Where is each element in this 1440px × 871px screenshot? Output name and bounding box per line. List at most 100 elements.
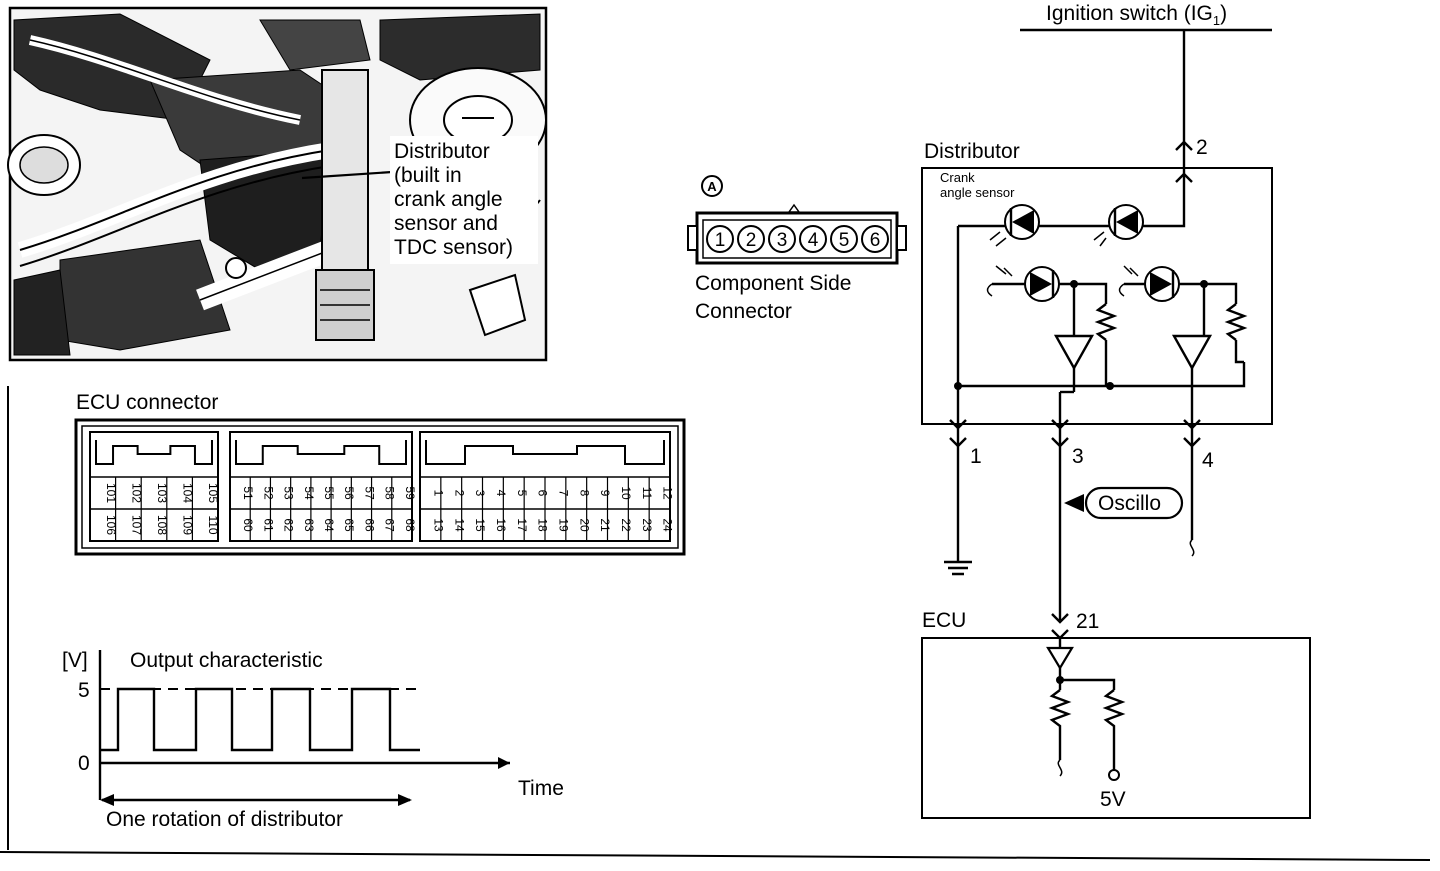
distributor-box: [921, 167, 1273, 425]
ecu-pin-label: 16: [494, 518, 508, 532]
connector-latch-icon: [787, 203, 801, 213]
connector-caption-line-1: Component Side: [695, 272, 851, 295]
ecu-pin-label: 10: [619, 486, 633, 500]
ecu-pin-label: 17: [515, 518, 529, 532]
svg-text:A: A: [707, 179, 717, 194]
chart-square-wave: [100, 687, 420, 752]
chart-span-label: One rotation of distributor: [106, 808, 343, 831]
terminal-2-connector-icon: [1175, 140, 1193, 183]
terminal-2-label: 2: [1196, 136, 1208, 159]
ecu-pin-label: 109: [181, 515, 195, 535]
distributor-callout: Distributor (built in crank angle sensor…: [390, 136, 538, 264]
ecu-pin-label: 104: [181, 483, 195, 503]
chart-x-arrow-icon: [498, 757, 510, 769]
terminal-21-label: 21: [1076, 610, 1099, 633]
ecu-pin-label: 66: [362, 518, 376, 532]
circuit-diagram: Ignition switch (IG1) 2 Distributor Cran…: [921, 2, 1311, 819]
supply-label: 5V: [1100, 788, 1126, 811]
output-characteristic-chart: [V] Output characteristic 5 0 Time One r…: [62, 649, 564, 831]
ecu-pin-label: 22: [619, 518, 633, 532]
terminal-3-label: 3: [1072, 445, 1084, 468]
ecu-pin-label: 52: [261, 486, 275, 500]
ecu-label: ECU: [922, 609, 966, 632]
ecu-pin-label: 19: [556, 518, 570, 532]
connector-pin-label: 4: [808, 230, 819, 251]
buffer-2-icon: [1171, 334, 1213, 371]
led-2-icon: [1093, 204, 1144, 247]
ecu-pin-label: 14: [452, 518, 466, 532]
connector-pin-3: [768, 225, 796, 253]
ecu-resistor-2-icon: [1102, 689, 1126, 770]
ecu-key-notch: [95, 440, 213, 465]
connector-pin-label: 2: [746, 230, 757, 251]
ecu-pin-label: 18: [536, 518, 550, 532]
callout-line-3: crank angle: [394, 188, 503, 211]
chart-y-unit: [V]: [62, 649, 88, 672]
engine-photo-panel: Distributor (built in crank angle sensor…: [7, 6, 548, 362]
connector-pin-6: [861, 225, 889, 253]
crank-label-line-2: angle sensor: [940, 185, 1015, 200]
callout-line-1: Distributor: [394, 140, 490, 163]
callout-leader: [301, 170, 393, 180]
ecu-pin-label: 61: [261, 518, 275, 532]
ecu-pin-label: 110: [206, 515, 220, 534]
oscilloscope-probe: Oscillo: [1064, 486, 1184, 520]
ecu-pin-label: 8: [577, 490, 591, 497]
ecu-pin-label: 54: [302, 486, 316, 500]
bottom-frame-line: [0, 851, 1431, 861]
ecu-pin-label: 6: [536, 490, 550, 497]
ecu-pin-label: 108: [155, 515, 169, 535]
ecu-pin-label: 2: [452, 490, 466, 497]
ecu-pin-label: 64: [322, 518, 336, 532]
ecu-pin-label: 51: [241, 486, 255, 500]
ecu-pin-label: 65: [342, 518, 356, 532]
terminal-3-connector-icon: [1051, 419, 1069, 448]
ecu-box: [921, 637, 1311, 819]
ecu-pin-label: 11: [640, 487, 654, 500]
ground-symbol-icon: [944, 560, 972, 576]
ground-rail: [956, 226, 1246, 388]
ecu-pin-label: 106: [104, 515, 118, 535]
ecu-pin-label: 67: [383, 518, 397, 532]
terminal-4-open-end-icon: [1189, 539, 1195, 557]
connector-pin-2: [737, 225, 765, 253]
ecu-pin-label: 55: [322, 486, 336, 500]
ecu-pin-label: 53: [282, 486, 296, 500]
ecu-pin-label: 103: [155, 483, 169, 503]
buffer-1-icon: [1053, 334, 1095, 371]
ecu-pin-label: 58: [383, 486, 397, 500]
connector-caption-line-2: Connector: [695, 300, 792, 323]
ecu-pin-label: 7: [556, 490, 570, 497]
ecu-pin-label: 56: [342, 486, 356, 500]
led-1-icon: [989, 204, 1040, 247]
photodiode-2-icon: [1118, 265, 1204, 302]
terminal-4-connector-icon: [1183, 419, 1201, 448]
callout-line-4: sensor and: [394, 212, 498, 235]
ecu-pin-label: 107: [129, 515, 143, 535]
ecu-pin-label: 62: [282, 518, 296, 532]
ecu-node-wire: [1058, 668, 1116, 690]
terminal-1-label: 1: [970, 445, 982, 468]
ecu-open-end-icon: [1057, 759, 1063, 777]
callout-line-2: (built in: [394, 164, 462, 187]
ecu-pin-label: 60: [241, 518, 255, 532]
resistor-1-icon: [1094, 303, 1118, 341]
terminal-1-connector-icon: [949, 419, 967, 448]
ecu-pin-label: 21: [598, 518, 612, 532]
ecu-pin-label: 9: [598, 490, 612, 497]
ecu-pin-label: 68: [403, 518, 417, 532]
res-1-wire: [1074, 282, 1108, 386]
connector-marker: A: [701, 175, 723, 197]
ecu-key-notch: [425, 440, 665, 465]
ecu-pin-label: 5: [515, 490, 529, 497]
connector-pin-label: 6: [870, 230, 881, 251]
chart-x-label: Time: [518, 777, 564, 800]
